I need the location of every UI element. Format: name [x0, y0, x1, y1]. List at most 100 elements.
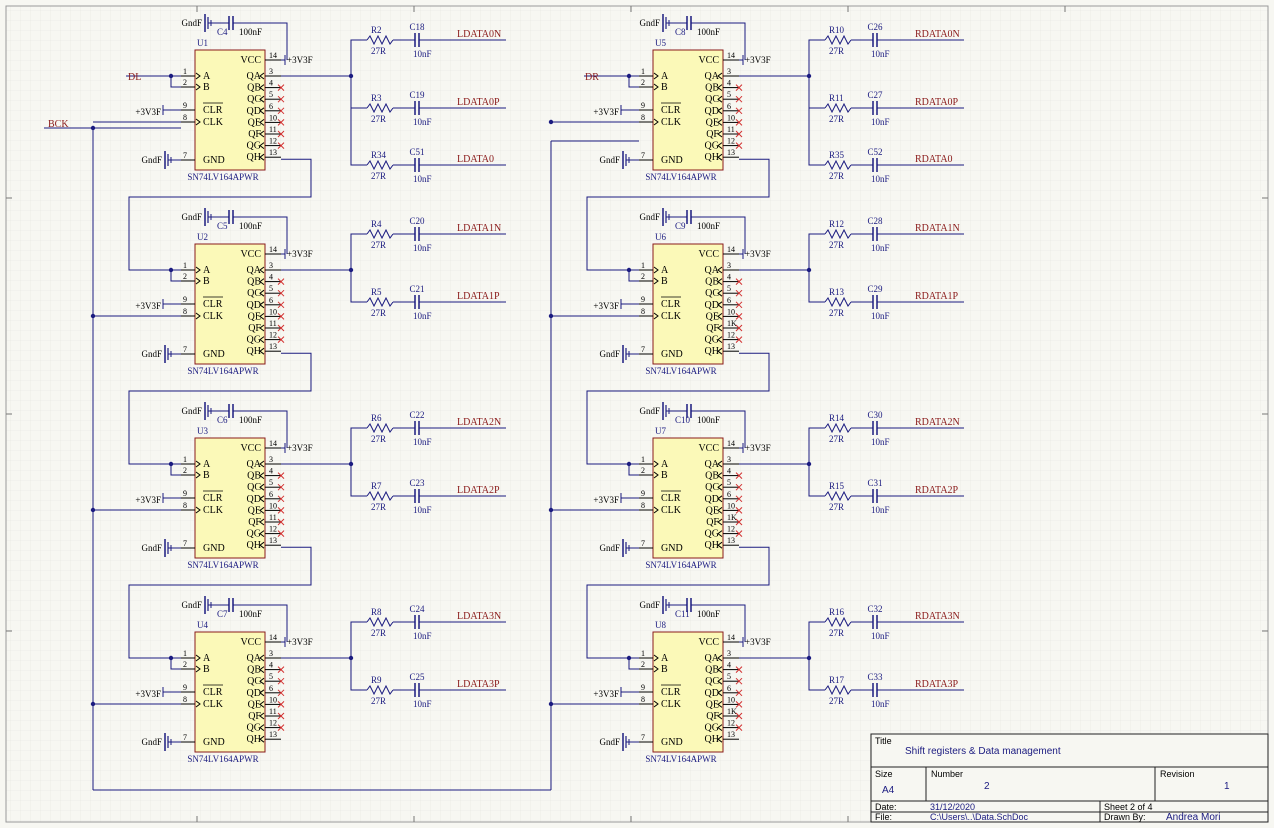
pin-name: QA [247, 459, 262, 470]
title-label: Title [875, 736, 892, 746]
pin-qd: 6QD [705, 490, 743, 505]
cap-designator: C11 [675, 609, 690, 619]
coupling-cap-value: 10nF [871, 699, 890, 709]
no-connect-mark [735, 472, 743, 479]
pin-qc: 5QC [247, 90, 285, 105]
drawn-by: Andrea Mori [1166, 812, 1220, 823]
pin-number: 10 [269, 501, 277, 510]
pin-qd: 6QD [247, 684, 285, 699]
sheet-of: Sheet 2 of 4 [1104, 802, 1153, 812]
pin-qb: 4QB [705, 467, 743, 482]
pin-name: CLK [661, 311, 682, 322]
pin-name: QF [706, 517, 719, 528]
coupling-cap-designator: C28 [867, 216, 883, 226]
pin-name: VCC [240, 637, 261, 648]
pin-number: 7 [183, 151, 187, 160]
pin-name: CLR [661, 687, 681, 698]
pin-name: QE [706, 699, 719, 710]
pin-number: 12 [727, 719, 735, 728]
pin-number: 4 [727, 661, 731, 670]
ground-label: GndF [181, 406, 202, 416]
pin-name: CLK [203, 699, 224, 710]
pin-name: QG [705, 335, 719, 346]
pin-number: 2 [183, 78, 187, 87]
coupling-cap-designator: C30 [867, 410, 883, 420]
pin-name: GND [203, 543, 225, 554]
coupling-cap-value: 10nF [413, 243, 432, 253]
no-connect-mark [735, 689, 743, 697]
resistor-value: 27R [829, 240, 844, 250]
pin-number: 11 [269, 513, 277, 522]
net-label: RDATA3P [915, 679, 959, 690]
no-connect-mark [277, 289, 285, 297]
cap-value: 100nF [697, 415, 720, 425]
pin-qd: 6QD [705, 102, 743, 117]
pin-qb: 4QB [247, 661, 285, 676]
pin-name: QC [705, 288, 719, 299]
resistor-designator: R10 [829, 25, 845, 35]
pin-number: 3 [727, 261, 731, 270]
pin-name: QD [705, 300, 719, 311]
ic-part-number: SN74LV164APWR [187, 366, 258, 376]
revision-label: Revision [1160, 769, 1195, 779]
ground-label: GndF [599, 543, 620, 553]
no-connect-mark [735, 701, 743, 708]
pin-number: 4 [269, 273, 273, 282]
resistor-value: 27R [829, 502, 844, 512]
power-label: +3V3F [287, 249, 313, 259]
no-connect-mark [735, 507, 743, 514]
ground-label: GndF [181, 212, 202, 222]
dr-label: DR [585, 72, 599, 83]
pin-name: QE [706, 505, 719, 516]
no-connect-mark [735, 724, 743, 731]
pin-name: VCC [698, 249, 719, 260]
resistor-value: 27R [829, 308, 844, 318]
pin-number: 7 [183, 539, 187, 548]
pin-name: VCC [240, 443, 261, 454]
pin-name: QF [248, 517, 261, 528]
coupling-cap-designator: C24 [409, 604, 425, 614]
pin-number: 10 [727, 113, 735, 122]
ic-part-number: SN74LV164APWR [187, 754, 258, 764]
junction-dot [548, 313, 554, 319]
net-label: LDATA0 [457, 154, 494, 165]
net-label: RDATA0P [915, 97, 959, 108]
size-label: Size [875, 769, 893, 779]
pin-number: 5 [727, 284, 731, 293]
net-label: RDATA2N [915, 417, 960, 428]
pin-number: 7 [641, 539, 645, 548]
coupling-cap-value: 10nF [871, 505, 890, 515]
pin-number: 3 [269, 455, 273, 464]
pin-number: 2 [183, 272, 187, 281]
resistor-designator: R34 [371, 150, 387, 160]
no-connect-mark [277, 530, 285, 537]
pin-number: 12 [269, 719, 277, 728]
no-connect-mark [735, 119, 743, 126]
pin-name: QG [247, 723, 261, 734]
pin-number: 5 [727, 90, 731, 99]
pin-number: 11 [727, 125, 735, 134]
ic-body [194, 243, 266, 365]
clr-power-label: +3V3F [593, 301, 619, 311]
pin-number: 14 [269, 633, 277, 642]
net-label: LDATA1N [457, 223, 501, 234]
pin-number: 10 [727, 307, 735, 316]
ic-body [194, 437, 266, 559]
coupling-cap-value: 10nF [413, 505, 432, 515]
clr-power-label: +3V3F [135, 301, 161, 311]
